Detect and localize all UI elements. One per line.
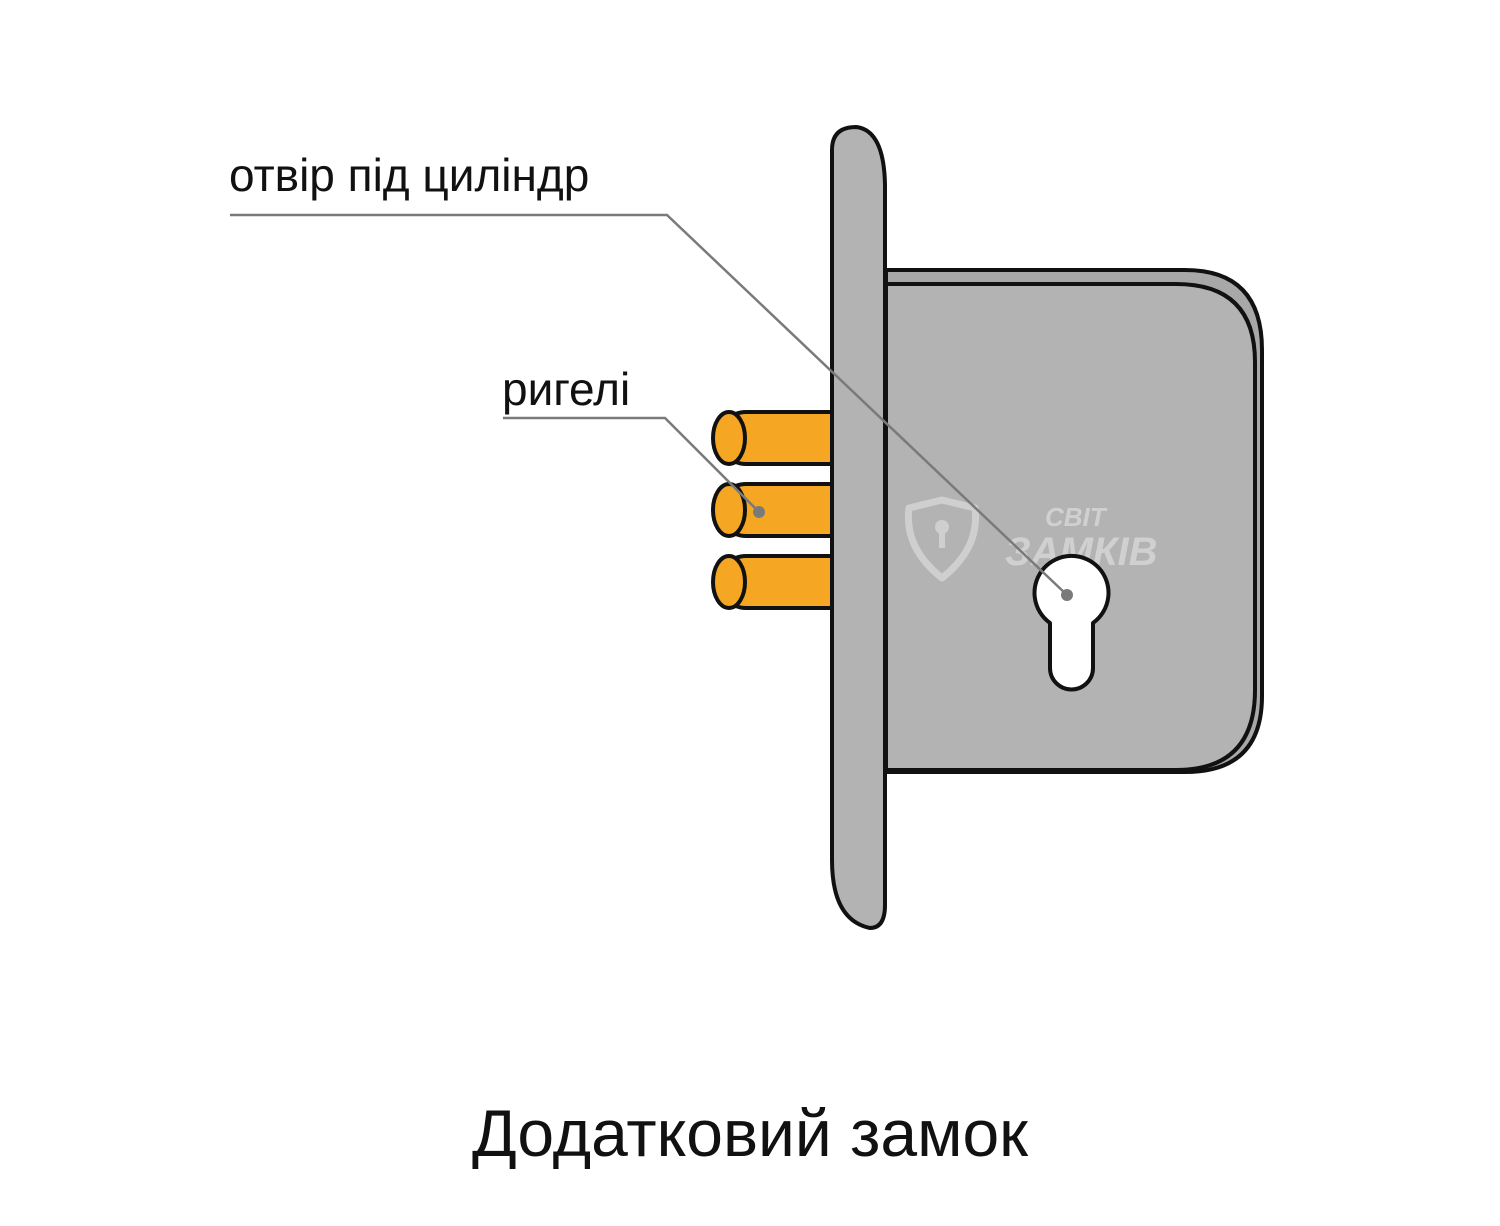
leader-bolts xyxy=(503,416,765,518)
faceplate xyxy=(830,125,887,930)
leader-cylinder-hole xyxy=(230,213,1073,601)
lock-case xyxy=(884,282,1257,772)
bolt xyxy=(711,554,867,610)
watermark-line1: СВІТ xyxy=(1045,502,1108,532)
watermark: СВІТ ЗАМКІВ xyxy=(904,496,1158,582)
callout-cylinder-hole: отвір під циліндр xyxy=(229,149,590,201)
keyhole-shield-icon xyxy=(904,496,980,582)
diagram-caption: Додатковий замок xyxy=(471,1096,1029,1170)
cylinder-hole xyxy=(1032,553,1111,692)
bolts xyxy=(711,410,867,610)
callout-bolts: ригелі xyxy=(502,363,631,415)
bolt xyxy=(711,410,867,466)
